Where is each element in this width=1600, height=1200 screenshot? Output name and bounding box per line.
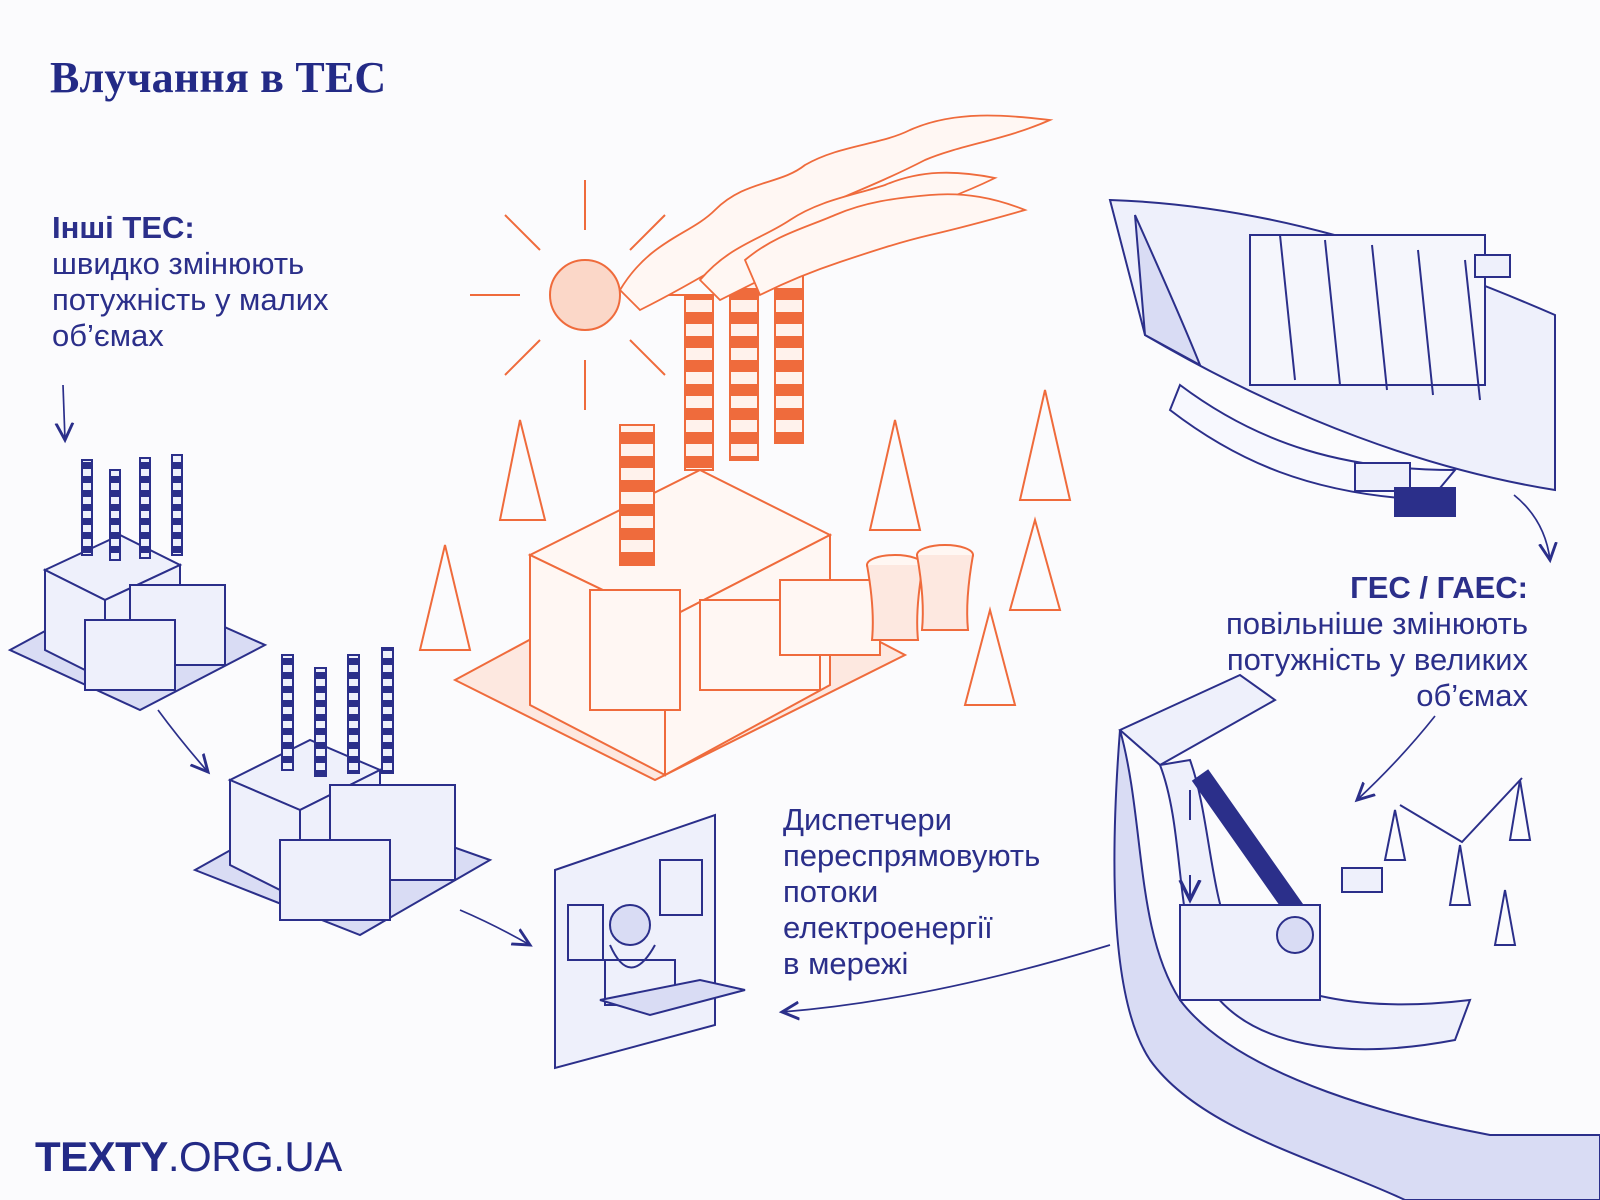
dispatcher-console-icon (554, 813, 746, 1070)
left-note-heading: Інші ТЕС: (52, 210, 195, 245)
smoke-icon (618, 114, 1054, 312)
brand-bold: TEXTY (35, 1133, 168, 1180)
pumped-storage-icon (1113, 673, 1600, 1200)
hydro-dam-icon (1108, 198, 1556, 517)
center-note-line-1: Диспетчери (783, 802, 952, 837)
brand-logo: TEXTY.ORG.UA (35, 1135, 342, 1179)
center-note-line-4: електроенергії (783, 910, 993, 945)
center-note: Диспетчери переспрямовують потоки електр… (783, 802, 1040, 982)
center-note-line-5: в мережі (783, 946, 909, 981)
left-note-line-3: об’ємах (52, 318, 164, 353)
right-note-line-1: повільніше змінюють (1225, 606, 1528, 641)
left-note-line-2: потужність у малих (52, 282, 329, 317)
flow-arrows (63, 384, 1550, 1012)
explosion-icon (470, 180, 700, 410)
brand-light: .ORG.UA (167, 1133, 342, 1180)
center-note-line-2: переспрямовують (783, 838, 1041, 873)
power-lines-icon (1341, 777, 1532, 946)
main-power-plant-icon (418, 267, 1072, 782)
center-note-line-3: потоки (783, 874, 879, 909)
right-note-line-3: об’ємах (1416, 678, 1528, 713)
small-power-plant-icon (192, 647, 493, 937)
right-note: ГЕС / ГАЕС: повільніше змінюють потужніс… (1226, 570, 1528, 714)
right-note-heading: ГЕС / ГАЕС: (1350, 570, 1528, 605)
right-note-line-2: потужність у великих (1226, 642, 1528, 677)
left-note-line-1: швидко змінюють (52, 246, 305, 281)
left-note: Інші ТЕС: швидко змінюють потужність у м… (52, 210, 329, 354)
small-power-plant-icon (7, 454, 268, 712)
page-title: Влучання в ТЕС (50, 53, 387, 102)
